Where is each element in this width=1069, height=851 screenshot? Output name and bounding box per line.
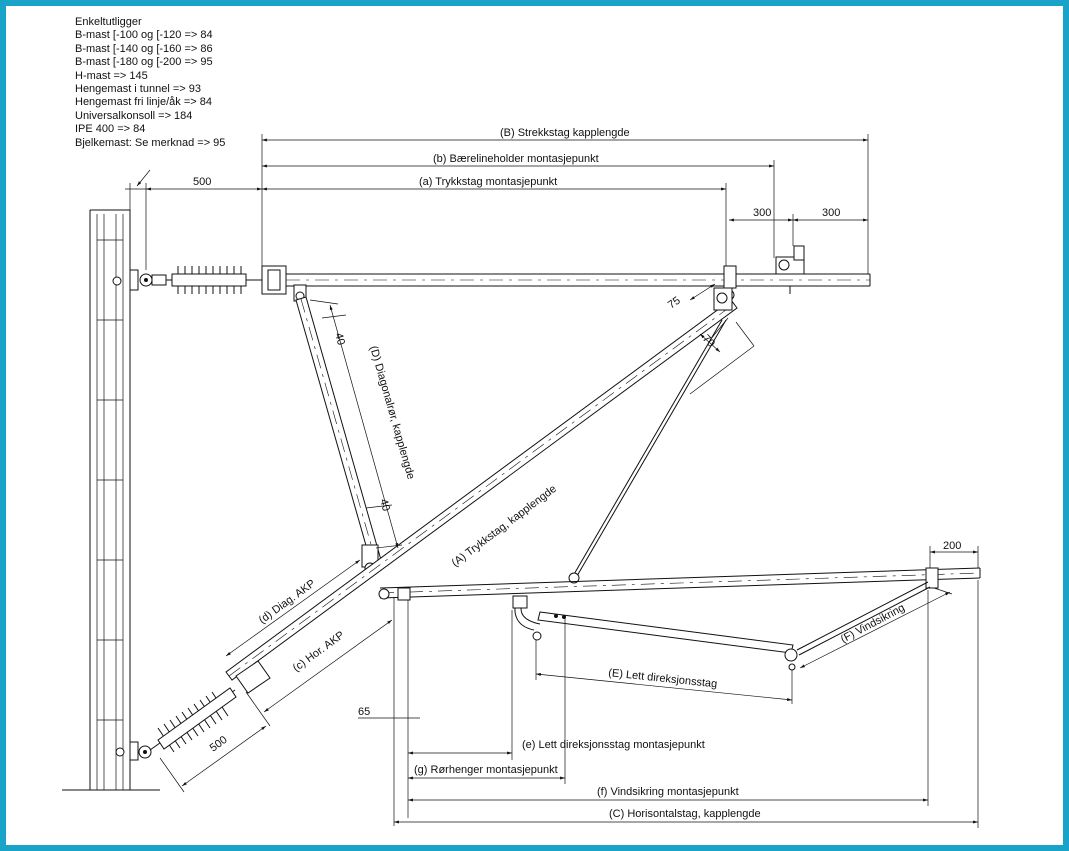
note-line: Bjelkemast: Se merknad => 95 bbox=[75, 136, 226, 149]
note-line: Universalkonsoll => 184 bbox=[75, 109, 193, 122]
note-line: IPE 400 => 84 bbox=[75, 123, 146, 136]
label-B: (B) Strekkstag kapplengde bbox=[500, 127, 630, 139]
note-line: Enkeltutligger bbox=[75, 16, 142, 28]
dim-300-right: 300 bbox=[822, 207, 840, 219]
mast bbox=[62, 209, 160, 791]
dim-40-top: 40 bbox=[332, 332, 347, 347]
dimension-labels: (B) Strekkstag kapplengde (b) Bærelineho… bbox=[193, 127, 961, 820]
label-g: (g) Rørhenger montasjepunkt bbox=[414, 764, 558, 776]
label-c: (c) Hor. AKP bbox=[291, 629, 347, 674]
label-C: (C) Horisontalstag, kapplengde bbox=[609, 808, 761, 820]
dim-500-bottom: 500 bbox=[208, 734, 230, 754]
lower-insulator-assembly bbox=[115, 660, 271, 761]
label-D: (D) Diagonalrør, kapplengde bbox=[367, 345, 417, 481]
note-line: B-mast [-140 og [-160 => 86 bbox=[75, 42, 213, 55]
dimension-lines bbox=[125, 134, 979, 828]
label-a: (a) Trykkstag montasjepunkt bbox=[419, 176, 557, 188]
label-F: (F) Vindsikring bbox=[839, 602, 907, 646]
dim-300-left: 300 bbox=[753, 207, 771, 219]
dim-500-top: 500 bbox=[193, 176, 211, 188]
dim-75: 75 bbox=[666, 295, 683, 312]
top-tube bbox=[286, 245, 871, 302]
label-b: (b) Bærelineholder montasjepunkt bbox=[433, 153, 599, 165]
dim-200: 200 bbox=[943, 540, 961, 552]
note-line: B-mast [-100 og [-120 => 84 bbox=[75, 29, 213, 42]
top-insulator-assembly bbox=[112, 265, 287, 295]
note-line: B-mast [-180 og [-200 => 95 bbox=[75, 56, 213, 69]
wind-stay bbox=[796, 581, 931, 656]
steady-arm bbox=[512, 595, 798, 671]
horizontal-arm bbox=[378, 567, 981, 601]
dim-40-bottom: 40 bbox=[377, 498, 392, 513]
label-e: (e) Lett direksjonsstag montasjepunkt bbox=[522, 739, 705, 751]
press-strut bbox=[225, 287, 738, 681]
note-line: Hengemast i tunnel => 93 bbox=[75, 83, 201, 96]
note-line: H-mast => 145 bbox=[75, 69, 148, 82]
note-line: Hengemast fri linje/åk => 84 bbox=[75, 96, 212, 109]
mast-notes: Enkeltutligger B-mast [-100 og [-120 => … bbox=[75, 16, 225, 150]
dim-65: 65 bbox=[358, 706, 370, 718]
tie-rod bbox=[568, 317, 729, 584]
label-f: (f) Vindsikring montasjepunkt bbox=[597, 786, 739, 798]
